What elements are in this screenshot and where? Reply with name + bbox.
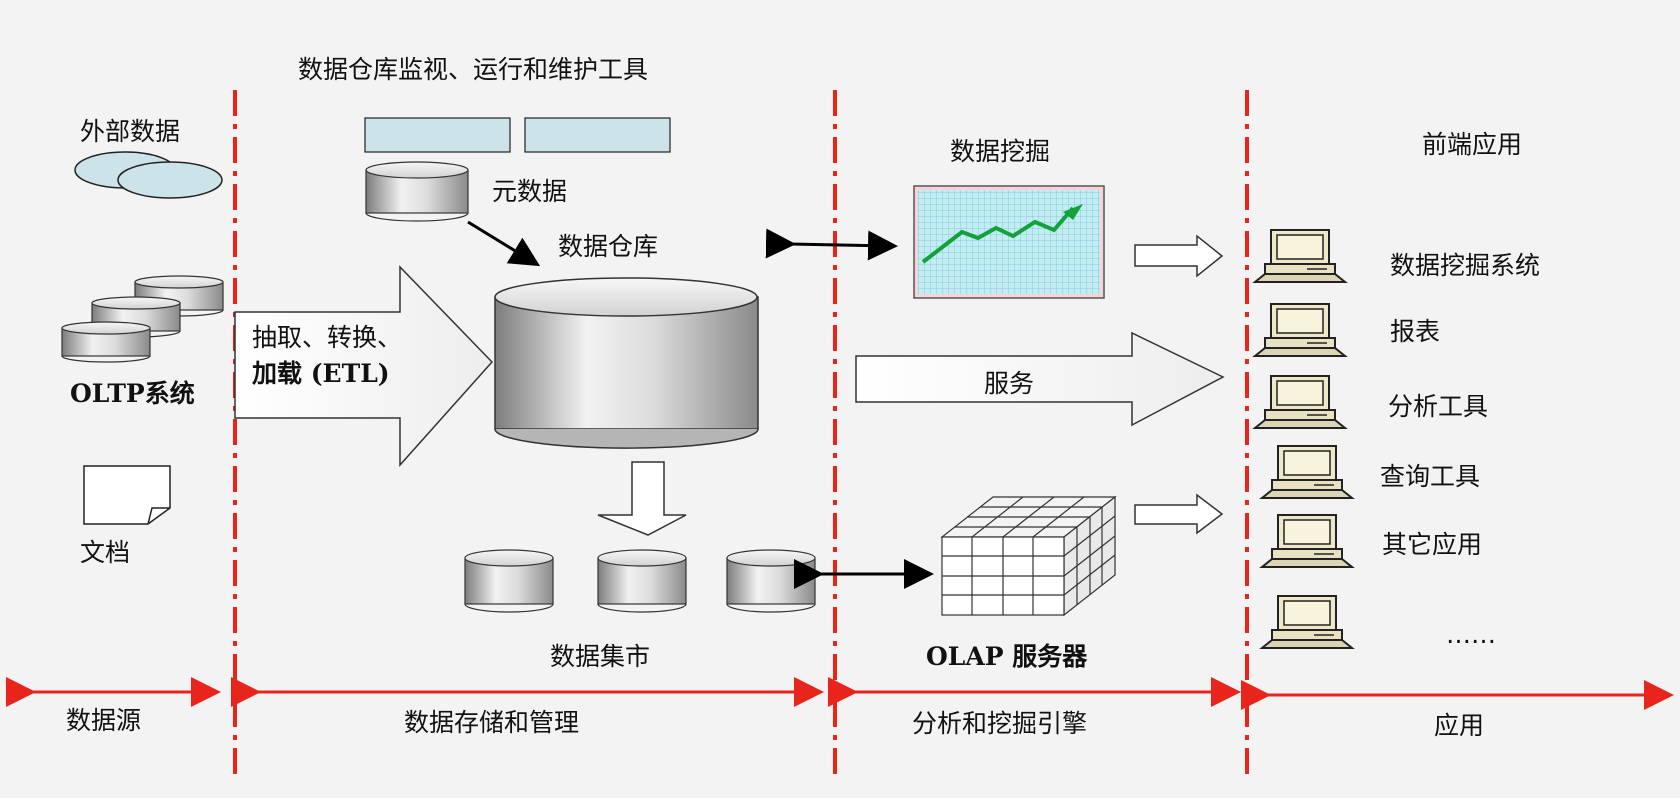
section-label-apps: 应用 (1434, 711, 1485, 740)
datamart-cylinder-2 (597, 549, 687, 613)
document-icon (83, 465, 171, 525)
oltp-system-label: OLTP系统 (70, 379, 195, 408)
warehouse-label: 数据仓库 (558, 232, 659, 261)
etl-label-line1: 抽取、转换、 (252, 323, 403, 352)
app-item-label: 其它应用 (1382, 530, 1483, 559)
metadata-cylinder (365, 161, 469, 222)
app-item-label: …… (1446, 620, 1496, 649)
tool-box-2 (524, 117, 671, 153)
app-computer-icons (1252, 229, 1355, 649)
computer-icon (1252, 303, 1348, 357)
external-data-icon (74, 151, 223, 199)
olap-cube-icon (940, 495, 1117, 617)
warehouse-mining-double-arrow (765, 228, 898, 261)
computer-icon (1252, 375, 1348, 429)
computer-icon (1252, 229, 1348, 283)
section-label-storage: 数据存储和管理 (404, 708, 580, 737)
computer-icon (1259, 514, 1355, 568)
olap-server-label: OLAP 服务器 (926, 642, 1088, 671)
etl-label-line2: 加载 (ETL) (252, 359, 390, 388)
section-label-analysis: 分析和挖掘引擎 (912, 709, 1088, 738)
mining-trend-line (921, 206, 1075, 264)
etl-arrow (234, 265, 494, 467)
app-item-label: 报表 (1390, 317, 1441, 346)
metadata-label: 元数据 (492, 177, 568, 206)
frontend-apps-header: 前端应用 (1422, 130, 1523, 159)
datamart-cylinder-1 (464, 549, 554, 613)
app-item-label: 分析工具 (1388, 392, 1489, 421)
warehouse-to-datamart-arrow (597, 461, 687, 536)
app-item-label: 数据挖掘系统 (1390, 251, 1541, 280)
datamart-cylinder-3 (726, 549, 816, 613)
warehouse-cylinder (494, 277, 759, 449)
computer-icon (1259, 595, 1355, 649)
data-mining-label: 数据挖掘 (950, 137, 1051, 166)
app-item-label: 查询工具 (1380, 462, 1481, 491)
service-label: 服务 (984, 369, 1035, 398)
section-label-sources: 数据源 (66, 706, 142, 735)
section-span-arrows (6, 677, 1674, 710)
external-data-label: 外部数据 (80, 117, 181, 146)
metadata-to-warehouse-arrow (467, 220, 541, 267)
mining-to-apps-arrow (1134, 234, 1224, 278)
olap-to-apps-arrow (1134, 493, 1224, 535)
service-arrow (855, 331, 1225, 427)
oltp-database-icon (61, 275, 224, 363)
tool-box-1 (364, 117, 511, 153)
computer-icon (1259, 445, 1355, 499)
document-label: 文档 (80, 538, 131, 567)
data-mining-chart-icon (913, 185, 1105, 299)
section-dividers (233, 90, 1249, 780)
monitoring-tools-title: 数据仓库监视、运行和维护工具 (298, 55, 649, 84)
monitoring-tool-boxes (364, 117, 671, 153)
oltp-disk-3 (61, 321, 151, 363)
datamart-label: 数据集市 (550, 642, 651, 671)
datamart-cylinders (464, 549, 816, 613)
